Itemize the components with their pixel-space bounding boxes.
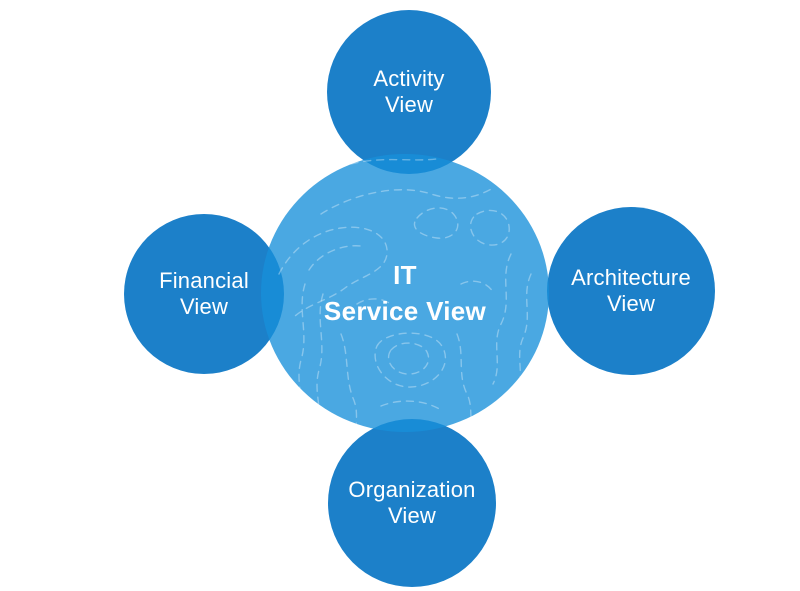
- node-architecture-view-label: Architecture View: [571, 265, 691, 316]
- node-architecture-view: Architecture View: [547, 207, 715, 375]
- node-organization-view: Organization View: [328, 419, 496, 587]
- center-circle-label: IT Service View: [323, 260, 487, 326]
- center-circle-it-service-view: IT Service View: [261, 154, 549, 432]
- node-activity-view-label: Activity View: [373, 66, 445, 117]
- node-activity-view: Activity View: [327, 10, 491, 174]
- node-financial-view: Financial View: [124, 214, 284, 374]
- node-financial-view-label: Financial View: [159, 268, 249, 319]
- node-organization-view-label: Organization View: [348, 477, 476, 528]
